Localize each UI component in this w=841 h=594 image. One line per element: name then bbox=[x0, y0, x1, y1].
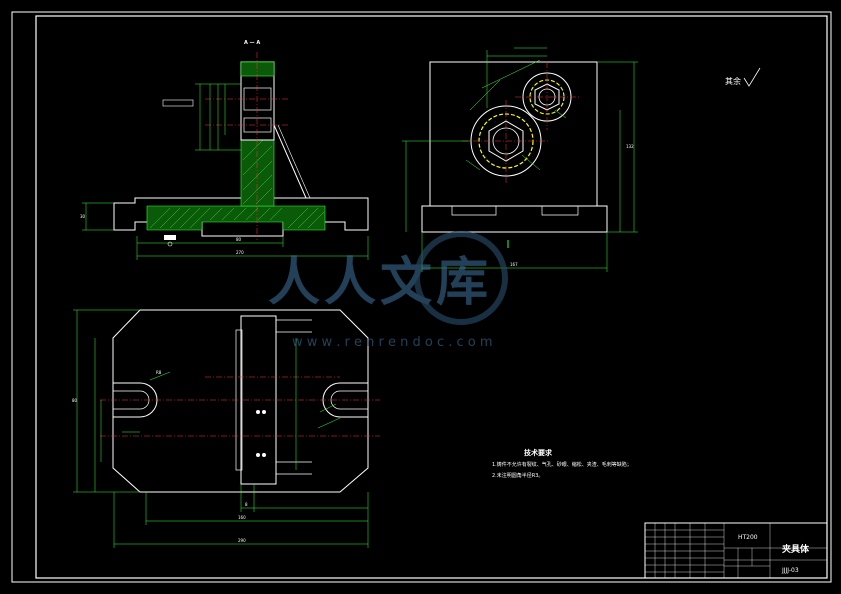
roughness-symbol bbox=[743, 67, 761, 87]
section-column-top bbox=[240, 61, 275, 77]
title-block-grid bbox=[645, 523, 827, 578]
tech-req-title: 技术要求 bbox=[524, 448, 553, 457]
tolerance-frame bbox=[162, 99, 194, 107]
section-view-a-a: A — A bbox=[80, 40, 369, 260]
datum-a-box bbox=[164, 235, 176, 240]
dim-bottom-inner: 160 bbox=[238, 515, 246, 520]
bottom-flange-top bbox=[276, 319, 312, 333]
section-hatch-web bbox=[240, 139, 275, 207]
title-block: HT200 夹具体 JJJJ-03 bbox=[644, 522, 828, 579]
bottom-dims bbox=[73, 309, 369, 548]
section-rib bbox=[273, 124, 307, 199]
watermark-url: w w w . r e n r e n d o c . c o m bbox=[292, 335, 493, 350]
front-dims bbox=[402, 47, 638, 272]
dim-bottom-mid: 8 bbox=[245, 502, 248, 507]
datum-a-circle bbox=[167, 241, 173, 247]
hatch-lines bbox=[149, 139, 325, 229]
bottom-flange-bot bbox=[276, 461, 312, 475]
dim-base-height: 30 bbox=[80, 214, 86, 219]
tech-req-item-1: 1.铸件不允许有裂纹、气孔、砂眼、缩松、夹渣、毛刺等缺陷； bbox=[492, 461, 632, 468]
dim-bottom-width: 290 bbox=[238, 538, 246, 543]
bottom-outline bbox=[112, 309, 369, 493]
bottom-hole-3 bbox=[256, 453, 260, 457]
title-block-frame bbox=[644, 522, 828, 579]
roughness-note: 其余 bbox=[725, 76, 741, 86]
bottom-hole-2 bbox=[262, 410, 266, 414]
bottom-view: 290 160 8 80 R8 bbox=[72, 309, 380, 548]
dim-front-width: 167 bbox=[510, 262, 518, 267]
dim-base-inner: 80 bbox=[236, 237, 242, 242]
section-dims bbox=[82, 83, 369, 260]
front-base-notch bbox=[451, 206, 579, 216]
tech-req-item-2: 2.未注明圆角半径R3。 bbox=[492, 472, 543, 479]
dim-bottom-height: 80 bbox=[72, 398, 78, 403]
title-part-name: 夹具体 bbox=[782, 543, 810, 555]
dim-slot-radius: R8 bbox=[156, 370, 162, 375]
watermark: 人人文库 w w w . r e n r e n d o c . c o m bbox=[268, 231, 508, 350]
section-label: A — A bbox=[244, 40, 260, 46]
front-body bbox=[429, 61, 598, 207]
bottom-hole-4 bbox=[262, 453, 266, 457]
dim-front-height: 132 bbox=[626, 144, 634, 149]
title-drawing-no: JJJJ-03 bbox=[781, 567, 799, 574]
tech-requirements: 技术要求 1.铸件不允许有裂纹、气孔、砂眼、缩松、夹渣、毛刺等缺陷； 2.未注明… bbox=[492, 448, 632, 479]
section-rib-2 bbox=[277, 124, 311, 199]
inner-frame bbox=[35, 15, 828, 579]
watermark-ring bbox=[414, 231, 508, 325]
outer-frame bbox=[11, 11, 832, 583]
front-base bbox=[421, 205, 608, 233]
front-view: 167 132 其余 bbox=[402, 47, 761, 272]
watermark-text: 人人文库 bbox=[268, 253, 492, 313]
bottom-hole-1 bbox=[256, 410, 260, 414]
title-material: HT200 bbox=[738, 534, 758, 541]
dim-base-width: 270 bbox=[236, 250, 244, 255]
